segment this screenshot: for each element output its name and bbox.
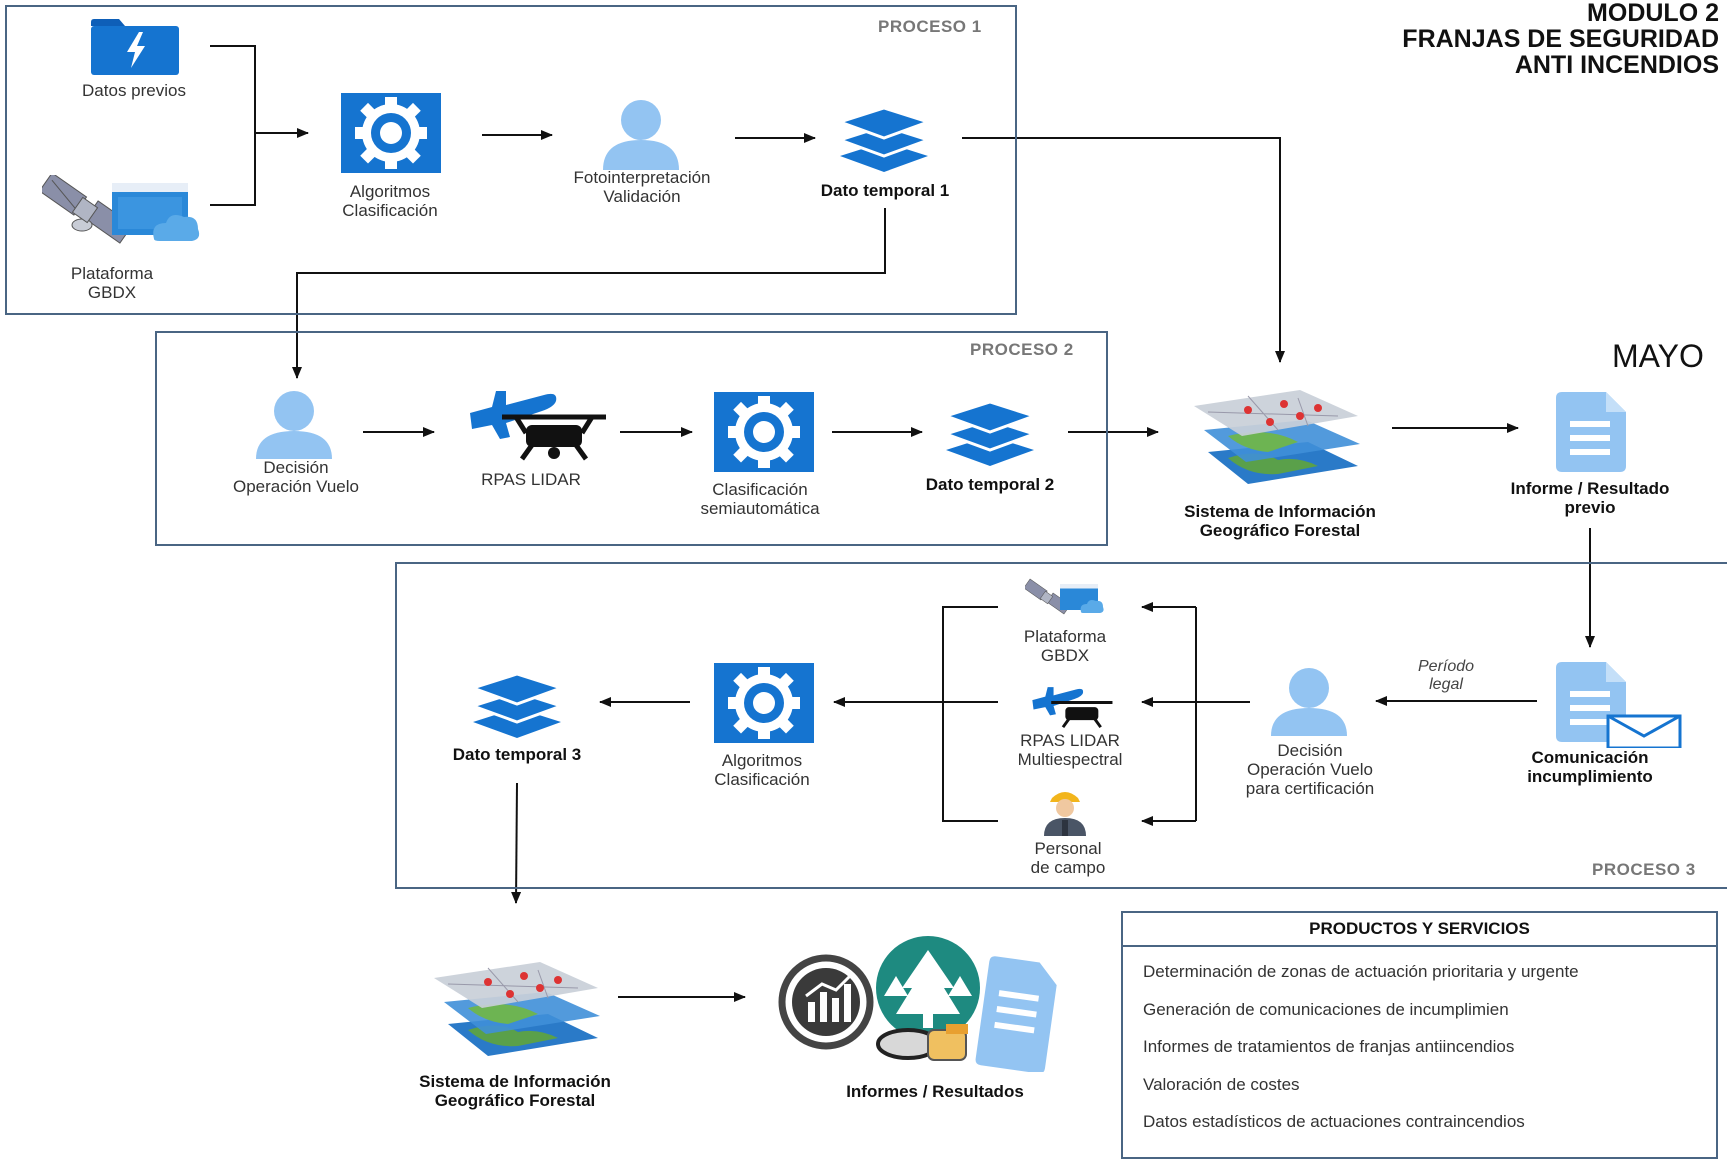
folder-icon <box>89 18 181 76</box>
dato-temporal-3-label: Dato temporal 3 <box>452 745 582 764</box>
module-title-line2: FRANJAS DE SEGURIDAD <box>1402 25 1719 53</box>
person-icon-fotointerpretacion <box>599 100 683 170</box>
module-title-line1: MODULO 2 <box>1587 0 1719 27</box>
dato-temporal-1-label: Dato temporal 1 <box>820 181 950 200</box>
list-item: Determinación de zonas de actuación prio… <box>1143 962 1579 981</box>
list-item: Generación de comunicaciones de incumpli… <box>1143 999 1509 1019</box>
month-label: MAYO <box>1612 338 1704 374</box>
person-icon-decision-vuelo <box>252 391 336 459</box>
proceso-2-box <box>155 331 1108 546</box>
proceso-1-box <box>5 5 1017 315</box>
module-title: MODULO 2 FRANJAS DE SEGURIDAD ANTI INCEN… <box>1402 0 1719 78</box>
productos-servicios-box: PRODUCTOS Y SERVICIOS Determinación de z… <box>1121 911 1718 1159</box>
document-mail-icon <box>1552 662 1682 748</box>
p3-left-bracket <box>942 606 998 822</box>
satellite-platform-icon-small <box>1025 578 1105 620</box>
person-icon-decision-certificacion <box>1267 668 1351 736</box>
field-worker-icon <box>1040 786 1090 836</box>
arrow-dato1-sig <box>962 137 1285 363</box>
productos-list: Determinación de zonas de actuación prio… <box>1123 947 1716 1141</box>
proceso-3-title: PROCESO 3 <box>1592 860 1696 879</box>
gear-icon-algoritmos-3 <box>714 663 814 743</box>
arrow-dato1-p2 <box>292 208 886 379</box>
satellite-platform-icon <box>42 175 202 251</box>
datos-previos-label: Datos previos <box>82 81 186 100</box>
dato-temporal-2-label: Dato temporal 2 <box>925 475 1055 494</box>
layers-icon-dato-temporal-2 <box>944 396 1036 466</box>
proceso-3-box <box>395 562 1727 889</box>
proceso-2-title: PROCESO 2 <box>970 340 1074 359</box>
module-title-line3: ANTI INCENDIOS <box>1514 51 1719 79</box>
rpas-lidar-label: RPAS LIDAR <box>481 470 581 489</box>
document-icon-informe <box>1552 392 1628 472</box>
list-item: Valoración de costes <box>1143 1074 1300 1094</box>
layers-icon-dato-temporal-3 <box>471 668 563 738</box>
drone-plane-icon <box>466 383 612 463</box>
arrow-dato3-sig <box>511 782 522 904</box>
list-item: Datos estadísticos de actuaciones contra… <box>1143 1112 1525 1131</box>
gear-icon-algoritmos-1 <box>341 93 441 173</box>
productos-servicios-title: PRODUCTOS Y SERVICIOS <box>1123 913 1716 947</box>
gis-map-icon <box>1188 386 1364 486</box>
gear-icon-clasificacion <box>714 392 814 472</box>
gis-map-icon-2 <box>428 958 604 1058</box>
proceso-1-title: PROCESO 1 <box>878 17 982 36</box>
list-item: Informes de tratamientos de franjas anti… <box>1143 1037 1515 1056</box>
drone-plane-icon-small <box>1030 682 1116 730</box>
informes-resultados-label: Informes / Resultados <box>846 1082 1024 1101</box>
p1-bracket <box>210 45 256 206</box>
reports-composite-icon <box>778 936 1060 1072</box>
layers-icon-dato-temporal-1 <box>838 102 930 172</box>
